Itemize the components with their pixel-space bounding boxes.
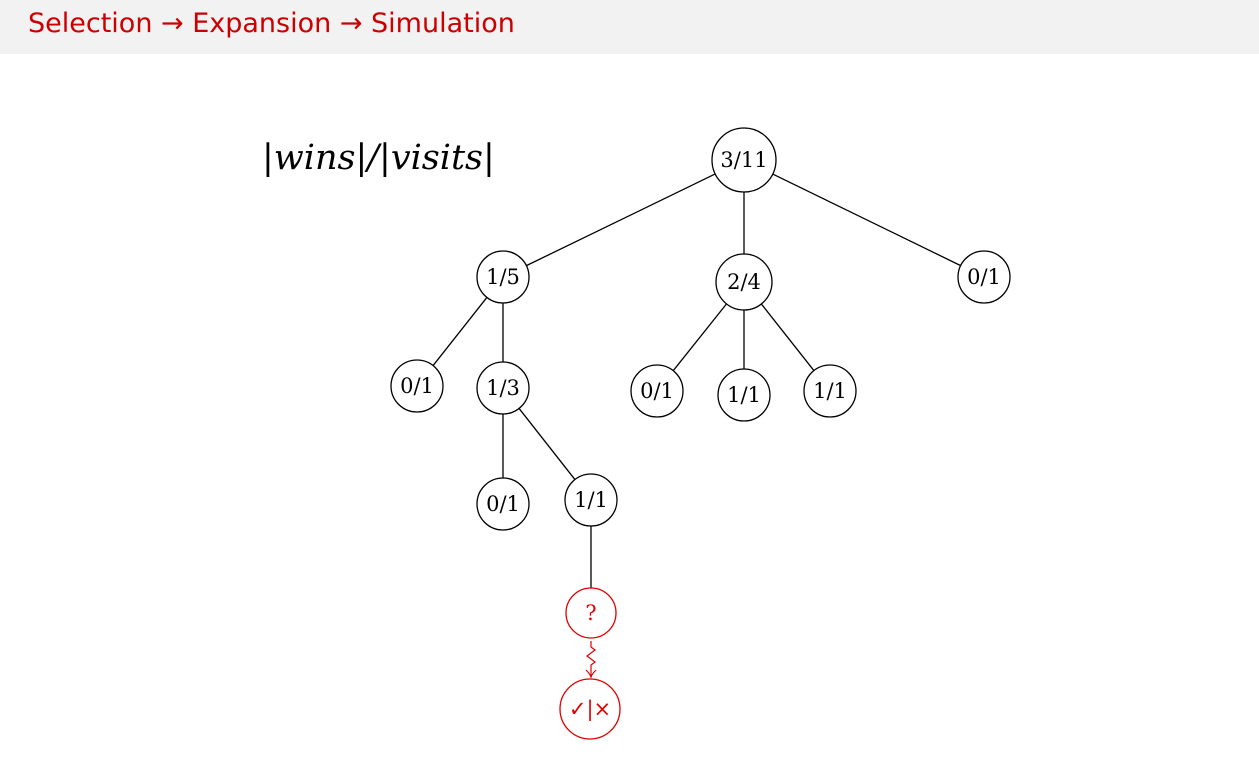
tree-node-circle <box>476 250 530 304</box>
node-legend-label: |wins|/|visits| <box>262 138 495 178</box>
tree-nodes: 3/11 1/5 2/4 0/1 0/1 1/3 0/1 1/1 1/1 0/1 1/1? ✓|× <box>390 127 1011 740</box>
tree-node-b3: 1/1 <box>803 364 857 418</box>
tree-node-b: 2/4 <box>715 253 773 311</box>
tree-node-result: ✓|× <box>559 678 621 740</box>
tree-node-circle <box>565 587 617 639</box>
tree-node-label: ✓|× <box>569 697 611 722</box>
tree-node-label: 1/1 <box>727 383 761 407</box>
tree-node-circle <box>711 127 777 193</box>
tree-node-a: 1/5 <box>476 250 530 304</box>
tree-node-label: 0/1 <box>640 379 674 403</box>
tree-node-label: 1/1 <box>813 379 847 403</box>
tree-edge <box>672 303 728 372</box>
slide-header: Selection → Expansion → Simulation <box>0 0 1259 54</box>
tree-edge <box>432 297 488 366</box>
simulation-arrow-head <box>585 669 597 679</box>
tree-node-label: 1/3 <box>486 376 520 400</box>
tree-node-circle <box>476 477 530 531</box>
tree-node-circle <box>559 678 621 740</box>
tree-node-circle <box>803 364 857 418</box>
tree-node-label: 3/11 <box>720 148 767 172</box>
tree-node-circle <box>957 250 1011 304</box>
tree-node-label: 0/1 <box>400 374 434 398</box>
tree-node-circle <box>564 473 618 527</box>
tree-node-a2: 1/3 <box>476 361 530 415</box>
tree-node-label: 0/1 <box>967 265 1001 289</box>
tree-node-new: ? <box>565 587 617 639</box>
tree-node-b1: 0/1 <box>630 364 684 418</box>
tree-edge <box>760 303 815 371</box>
tree-node-label: ? <box>585 601 596 625</box>
tree-edge <box>518 408 576 480</box>
tree-node-circle <box>476 361 530 415</box>
tree-node-circle <box>715 253 773 311</box>
tree-edge <box>772 173 961 267</box>
tree-node-a1: 0/1 <box>390 359 444 413</box>
tree-node-a2a: 0/1 <box>476 477 530 531</box>
tree-node-root: 3/11 <box>711 127 777 193</box>
slide-title: Selection → Expansion → Simulation <box>28 8 515 39</box>
tree-node-c: 0/1 <box>957 250 1011 304</box>
tree-edge <box>526 173 716 267</box>
tree-node-a2b: 1/1 <box>564 473 618 527</box>
tree-node-circle <box>630 364 684 418</box>
tree-edges <box>432 173 961 679</box>
simulation-arrow <box>586 641 596 677</box>
tree-node-label: 1/5 <box>486 265 520 289</box>
tree-node-b2: 1/1 <box>717 368 771 422</box>
tree-node-label: 1/1 <box>574 488 608 512</box>
tree-node-label: 2/4 <box>727 270 761 294</box>
tree-node-label: 0/1 <box>486 492 520 516</box>
tree-node-circle <box>390 359 444 413</box>
tree-node-circle <box>717 368 771 422</box>
